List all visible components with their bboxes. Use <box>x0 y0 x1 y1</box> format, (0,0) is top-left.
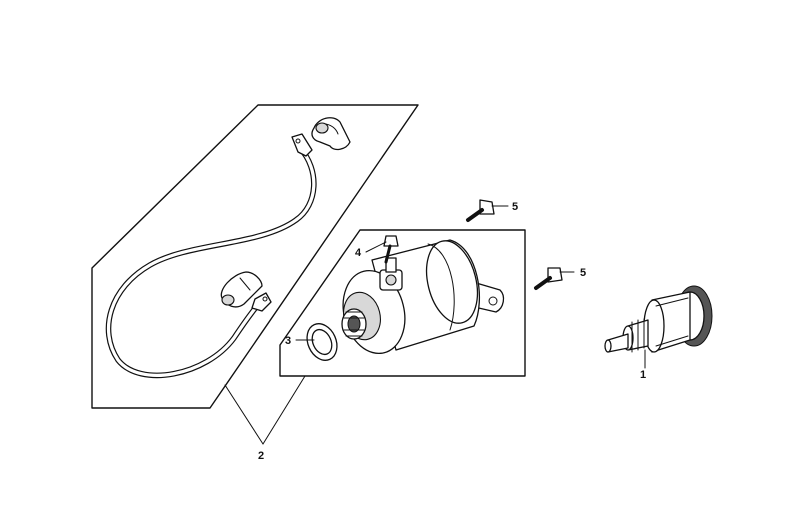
bolt-lower <box>534 267 563 290</box>
cable-panel-outline <box>91 104 419 409</box>
small-bolt <box>383 235 399 264</box>
callout-1: 1 <box>640 369 646 381</box>
starter-cable <box>105 133 317 379</box>
leader-lines-2 <box>224 375 306 445</box>
callout-3: 3 <box>285 335 291 347</box>
callout-5-lower: 5 <box>580 267 586 279</box>
terminal-boot-upper <box>311 117 351 151</box>
callout-leaders <box>295 205 646 369</box>
motor-panel-outline <box>279 229 526 377</box>
callout-2: 2 <box>258 450 264 462</box>
callout-5-upper: 5 <box>512 201 518 213</box>
bolt-upper <box>466 199 495 222</box>
starter-clutch <box>604 285 713 353</box>
starter-motor <box>341 239 505 355</box>
o-ring <box>306 323 338 361</box>
callout-4: 4 <box>355 247 362 259</box>
terminal-boot-lower <box>220 271 263 308</box>
